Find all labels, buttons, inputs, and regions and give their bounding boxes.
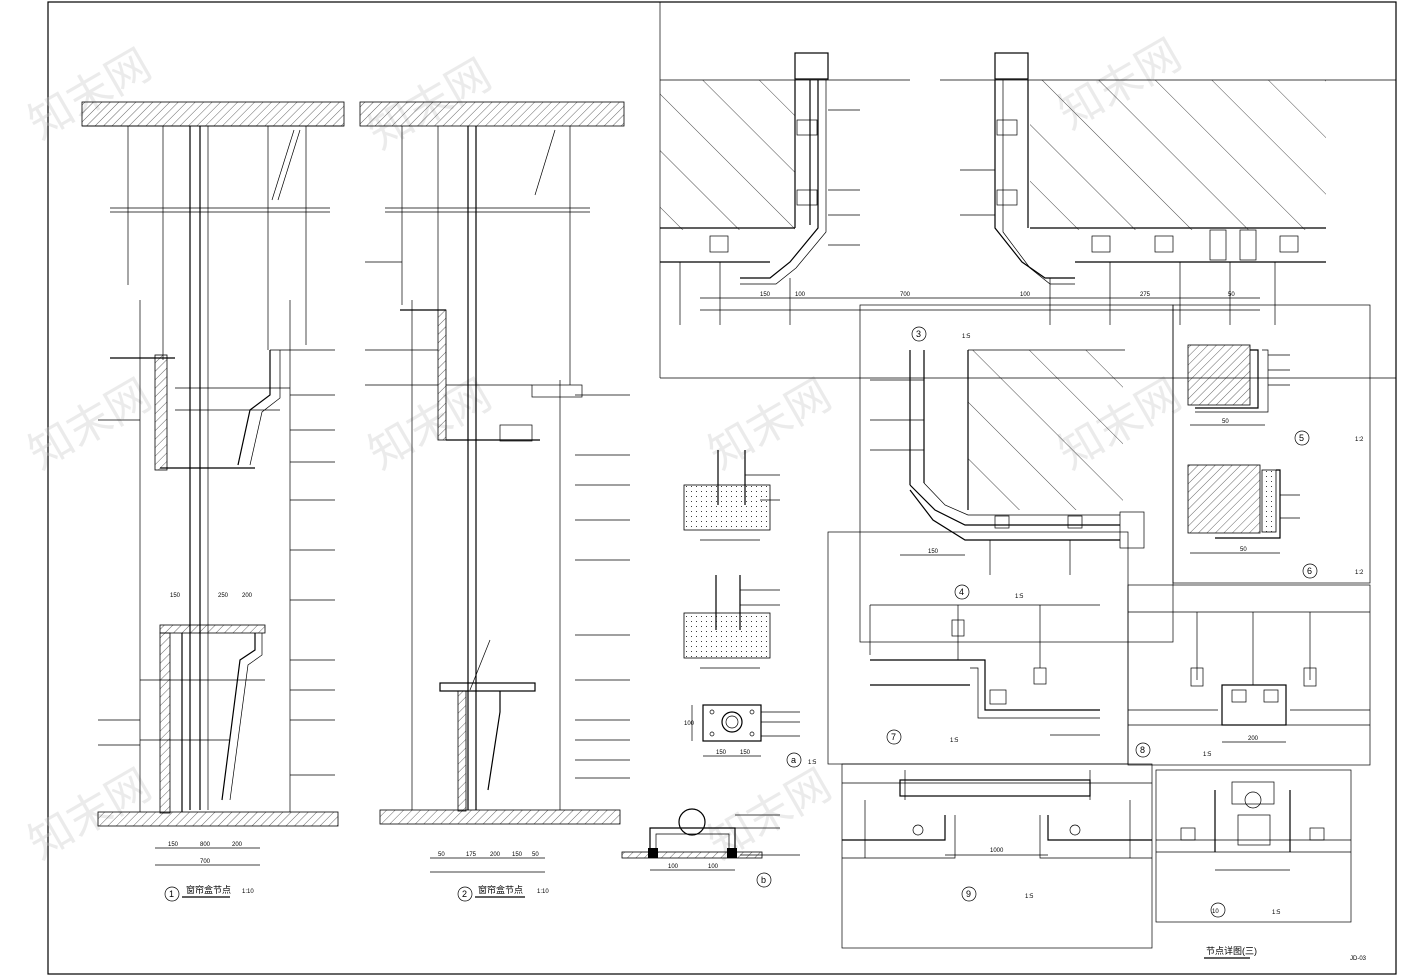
svg-text:知末网: 知末网 — [21, 40, 160, 148]
detail-title-2: 窗帘盒节点 — [478, 884, 523, 895]
detail-10: 10 1:5 — [1155, 769, 1352, 923]
detail-scale-5: 1:2 — [1355, 437, 1364, 443]
detail-marker-6 — [1302, 563, 1318, 579]
sheet-border — [47, 1, 1397, 975]
detail-id-6: 6 — [1307, 566, 1312, 576]
detail-b: 100 100 b — [621, 808, 800, 888]
detail-7: 7 1:5 — [827, 531, 1129, 765]
ceiling-slab — [359, 101, 625, 127]
detail-a: 150 150 100 a 1:5 — [684, 704, 817, 768]
detail-5-6: 50 5 1:2 50 6 1:2 — [1172, 304, 1371, 584]
detail-id-9: 9 — [966, 889, 971, 899]
detail-title-1: 窗帘盒节点 — [186, 884, 231, 895]
dim-top-2: 700 — [900, 292, 911, 298]
detail-1: 150 800 200 700 150 250 200 1 窗帘盒节点 1:10 — [81, 101, 345, 902]
dim-d1-3: 700 — [200, 859, 211, 865]
title-block: 节点详图(三) JD-03 — [1204, 945, 1367, 962]
dim-b-0: 100 — [668, 864, 679, 870]
dim-d1-mid-1: 250 — [218, 593, 229, 599]
dim-d2-3: 150 — [512, 852, 523, 858]
dim-d5-0: 50 — [1222, 419, 1229, 425]
dim-d4-0: 150 — [928, 549, 939, 555]
detail-marker-1 — [164, 886, 180, 902]
detail-marker-8 — [1135, 742, 1151, 758]
floor-slab — [97, 811, 339, 827]
detail-scale-1: 1:10 — [242, 889, 254, 895]
dim-d8-0: 200 — [1248, 736, 1259, 742]
floor-slab — [379, 809, 621, 825]
dim-d2-2: 200 — [490, 852, 501, 858]
anchor-details — [683, 450, 780, 669]
dim-d1-mid-2: 200 — [242, 593, 253, 599]
dim-d2-4: 50 — [532, 852, 539, 858]
detail-scale-10: 1:5 — [1272, 910, 1281, 916]
dim-d9-0: 1000 — [990, 848, 1004, 854]
dim-a-1: 150 — [740, 750, 751, 756]
dim-a-2: 100 — [684, 721, 695, 727]
detail-9: 1000 9 1:5 — [841, 763, 1153, 949]
dim-top-4: 275 — [1140, 292, 1151, 298]
dim-d6-0: 50 — [1240, 547, 1247, 553]
detail-id-7: 7 — [891, 732, 896, 742]
detail-scale-6: 1:2 — [1355, 570, 1364, 576]
detail-marker-5 — [1294, 430, 1310, 446]
detail-scale-9: 1:5 — [1025, 894, 1034, 900]
detail-marker-a — [786, 752, 802, 768]
detail-id-3: 3 — [916, 329, 921, 339]
dim-d2-0: 50 — [438, 852, 445, 858]
ceiling-slab — [81, 101, 345, 127]
svg-text:知末网: 知末网 — [21, 370, 160, 478]
detail-id-a: a — [791, 755, 796, 765]
dim-top-0: 150 — [760, 292, 771, 298]
detail-marker-9 — [961, 886, 977, 902]
dim-d1-0: 150 — [168, 842, 179, 848]
sheet-title: 节点详图(三) — [1206, 945, 1257, 956]
dim-top-1: 100 — [795, 292, 806, 298]
detail-scale-4: 1:5 — [1015, 594, 1024, 600]
dim-a-0: 150 — [716, 750, 727, 756]
dim-d2-1: 175 — [466, 852, 477, 858]
detail-marker-2 — [457, 886, 473, 902]
dim-d1-2: 200 — [232, 842, 243, 848]
detail-marker-3 — [911, 326, 927, 342]
detail-scale-8: 1:5 — [1203, 752, 1212, 758]
detail-2: 50 175 200 150 50 2 窗帘盒节点 1:10 — [359, 101, 630, 902]
detail-marker-4 — [954, 584, 970, 600]
detail-marker-10 — [1210, 902, 1226, 918]
detail-id-4: 4 — [959, 587, 964, 597]
detail-scale-2: 1:10 — [537, 889, 549, 895]
detail-scale-7: 1:5 — [950, 738, 959, 744]
detail-marker-7 — [886, 729, 902, 745]
detail-id-1: 1 — [169, 889, 174, 899]
detail-3-4: 150 3 1:5 4 1:5 — [859, 304, 1174, 643]
drawing-number: JD-03 — [1350, 956, 1367, 962]
svg-text:知末网: 知末网 — [701, 370, 840, 478]
dim-d1-mid-0: 150 — [170, 593, 181, 599]
detail-scale-a: 1:5 — [808, 760, 817, 766]
detail-id-8: 8 — [1140, 745, 1145, 755]
dim-d1-1: 800 — [200, 842, 211, 848]
detail-marker-b — [756, 872, 772, 888]
detail-id-2: 2 — [462, 889, 467, 899]
detail-scale-3: 1:5 — [962, 334, 971, 340]
dim-top-5: 50 — [1228, 292, 1235, 298]
detail-id-10: 10 — [1212, 909, 1219, 915]
dim-b-1: 100 — [708, 864, 719, 870]
svg-text:知末网: 知末网 — [361, 370, 500, 478]
top-plan-detail: 150 100 700 100 275 50 — [659, 2, 1396, 379]
dim-top-3: 100 — [1020, 292, 1031, 298]
detail-id-b: b — [761, 875, 766, 885]
detail-8: 200 8 1:5 — [1127, 584, 1371, 766]
detail-id-5: 5 — [1299, 433, 1304, 443]
